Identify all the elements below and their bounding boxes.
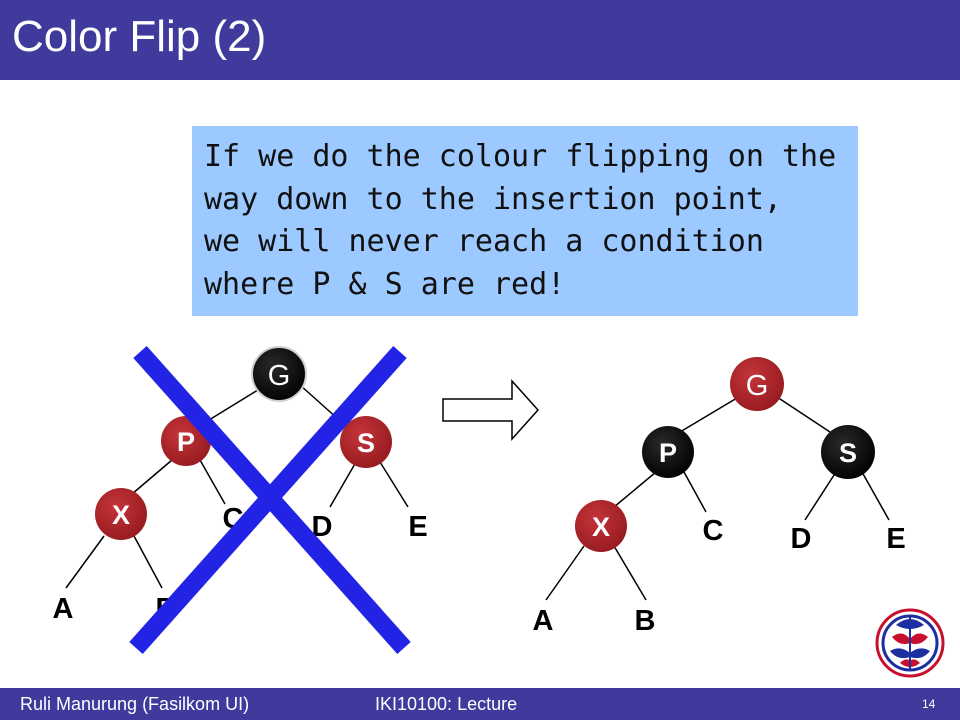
right-node-g-label: G	[746, 370, 769, 402]
left-edge-p-c	[199, 459, 226, 505]
left-edge-s-e	[379, 461, 409, 508]
right-edge-p-x	[613, 471, 657, 508]
left-node-p-label: P	[177, 427, 195, 457]
left-edge-x-a	[65, 535, 105, 589]
left-edge-x-b	[133, 535, 163, 589]
footer-bar: Ruli Manurung (Fasilkom UI) IKI10100: Le…	[0, 688, 960, 720]
transform-arrow	[442, 379, 540, 441]
right-leaf-labels: C D E A B	[533, 515, 906, 637]
right-leaf-b: B	[635, 605, 656, 637]
right-node-p-label: P	[659, 438, 677, 468]
left-edge-s-d	[329, 461, 357, 508]
right-edge-x-a	[545, 545, 585, 601]
note-line-3: we will never reach a condition	[204, 224, 764, 259]
right-edge-s-e	[861, 471, 890, 521]
note-line-4: where P & S are red!	[204, 266, 566, 302]
right-node-p: P	[642, 426, 694, 478]
cross-out-mark	[129, 346, 411, 654]
right-leaf-c: C	[703, 515, 724, 547]
note-line-2: way down to the insertion point,	[204, 181, 782, 217]
right-node-g: G	[730, 357, 784, 411]
university-logo	[875, 608, 945, 678]
left-node-s: S	[340, 416, 392, 468]
note-box: If we do the colour flipping on the way …	[192, 126, 858, 316]
left-node-x-label: X	[112, 500, 130, 530]
title-bar: Color Flip (2)	[0, 0, 960, 80]
footer-course: IKI10100: Lecture	[375, 694, 518, 714]
left-node-x: X	[95, 488, 147, 540]
left-leaf-a: A	[53, 593, 74, 625]
footer-author: Ruli Manurung (Fasilkom UI)	[20, 694, 250, 714]
right-node-s-label: S	[839, 438, 857, 468]
right-leaf-d: D	[791, 523, 812, 555]
right-node-s: S	[821, 425, 875, 479]
cross-line-2	[129, 346, 407, 654]
left-edge-p-x	[131, 459, 173, 495]
left-leaf-d: D	[312, 511, 333, 543]
left-node-s-label: S	[357, 428, 375, 458]
left-node-g-label: G	[268, 360, 291, 392]
note-text: If we do the colour flipping on the way …	[204, 136, 852, 306]
slide-title: Color Flip (2)	[12, 12, 267, 61]
right-tree-edges	[545, 394, 890, 601]
right-edge-s-d	[804, 471, 837, 521]
page-number: 14	[922, 697, 936, 711]
right-node-x-label: X	[592, 512, 610, 542]
right-edge-g-p	[679, 394, 743, 433]
right-leaf-a: A	[533, 605, 554, 637]
left-leaf-e: E	[408, 511, 427, 543]
right-edge-g-s	[773, 394, 831, 433]
right-leaf-e: E	[886, 523, 905, 555]
note-line-1: If we do the colour flipping on the	[204, 139, 837, 174]
right-node-x: X	[575, 500, 627, 552]
right-edge-p-c	[683, 471, 707, 513]
left-node-g: G	[251, 346, 307, 402]
left-tree-edges	[65, 384, 409, 589]
right-edge-x-b	[613, 545, 647, 601]
